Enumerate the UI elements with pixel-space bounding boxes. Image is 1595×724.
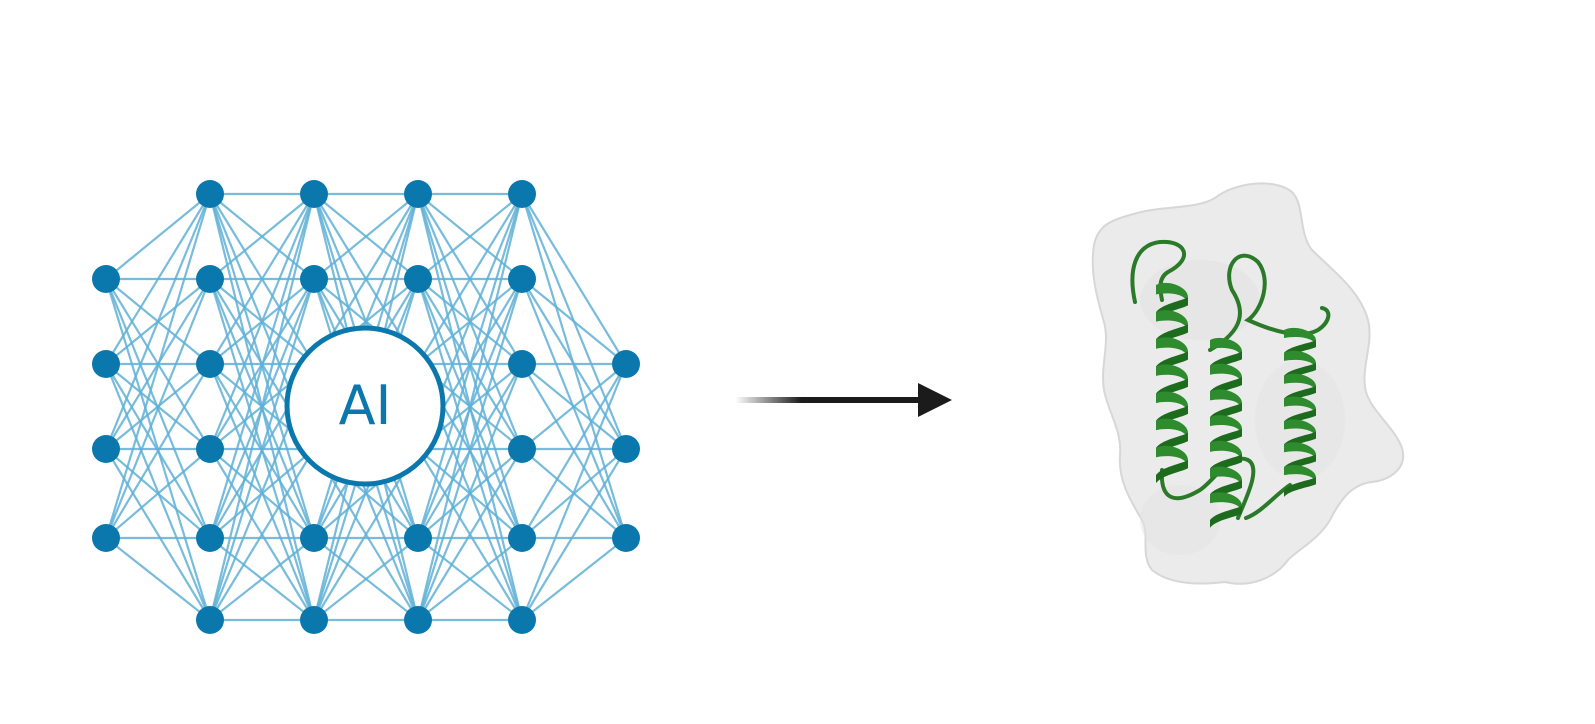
network-node xyxy=(92,265,120,293)
network-node xyxy=(196,606,224,634)
network-node xyxy=(196,524,224,552)
alpha-helix xyxy=(1156,282,1188,484)
network-edge xyxy=(104,363,212,621)
network-edge xyxy=(104,278,212,539)
network-edge xyxy=(417,448,523,621)
network-edge xyxy=(105,448,211,621)
network-node xyxy=(508,606,536,634)
network-node xyxy=(508,180,536,208)
network-edge xyxy=(416,278,524,621)
protein-helix-structure-icon xyxy=(1091,182,1405,585)
network-edge xyxy=(208,278,316,621)
network-node xyxy=(404,265,432,293)
network-edge xyxy=(520,363,628,621)
network-edge xyxy=(417,193,523,280)
network-edge xyxy=(417,537,523,621)
network-node xyxy=(508,435,536,463)
network-node xyxy=(196,435,224,463)
network-node xyxy=(404,524,432,552)
network-edge xyxy=(105,448,211,539)
network-edge xyxy=(208,193,316,621)
network-node xyxy=(404,606,432,634)
network-node xyxy=(508,524,536,552)
network-node xyxy=(92,524,120,552)
network-node xyxy=(196,350,224,378)
network-node xyxy=(196,180,224,208)
network-edge xyxy=(209,537,315,621)
ai-center-circle xyxy=(284,325,446,487)
network-edge xyxy=(521,448,627,621)
network-node xyxy=(508,265,536,293)
network-edge xyxy=(208,193,316,450)
network-edge xyxy=(208,193,316,539)
network-edge xyxy=(416,193,524,539)
network-edge xyxy=(209,448,315,621)
network-edge xyxy=(521,363,627,539)
network-edge xyxy=(105,193,211,280)
network-edge xyxy=(416,193,524,621)
network-edge xyxy=(521,363,627,450)
alpha-helices xyxy=(1156,282,1316,528)
network-edge xyxy=(105,193,211,365)
network-node xyxy=(300,524,328,552)
alpha-helix xyxy=(1284,327,1316,497)
network-edge xyxy=(417,193,523,365)
protein-surface xyxy=(1091,182,1405,585)
network-node xyxy=(300,265,328,293)
network-node xyxy=(196,265,224,293)
network-edge xyxy=(104,193,212,539)
network-edge xyxy=(521,537,627,621)
network-node xyxy=(612,350,640,378)
network-node xyxy=(612,524,640,552)
network-node xyxy=(508,350,536,378)
network-edge xyxy=(416,363,524,621)
network-node xyxy=(92,435,120,463)
network-edge xyxy=(104,193,212,450)
network-edge xyxy=(520,278,628,539)
right-arrow-icon xyxy=(735,383,952,417)
network-edge xyxy=(313,537,419,621)
network-edges xyxy=(104,192,628,622)
network-edge xyxy=(313,193,419,280)
network-node xyxy=(612,435,640,463)
alpha-helix xyxy=(1210,337,1242,528)
network-edge xyxy=(521,278,627,365)
network-node xyxy=(404,180,432,208)
network-edge xyxy=(105,363,211,539)
network-node xyxy=(92,350,120,378)
network-edge xyxy=(521,193,627,365)
ai-center-label: AI xyxy=(339,374,392,437)
network-node xyxy=(300,606,328,634)
network-nodes xyxy=(92,180,640,634)
network-edge xyxy=(105,537,211,621)
network-edge xyxy=(209,193,315,365)
network-node xyxy=(300,180,328,208)
network-edge xyxy=(209,193,315,280)
neural-network-icon: AI xyxy=(92,180,640,634)
